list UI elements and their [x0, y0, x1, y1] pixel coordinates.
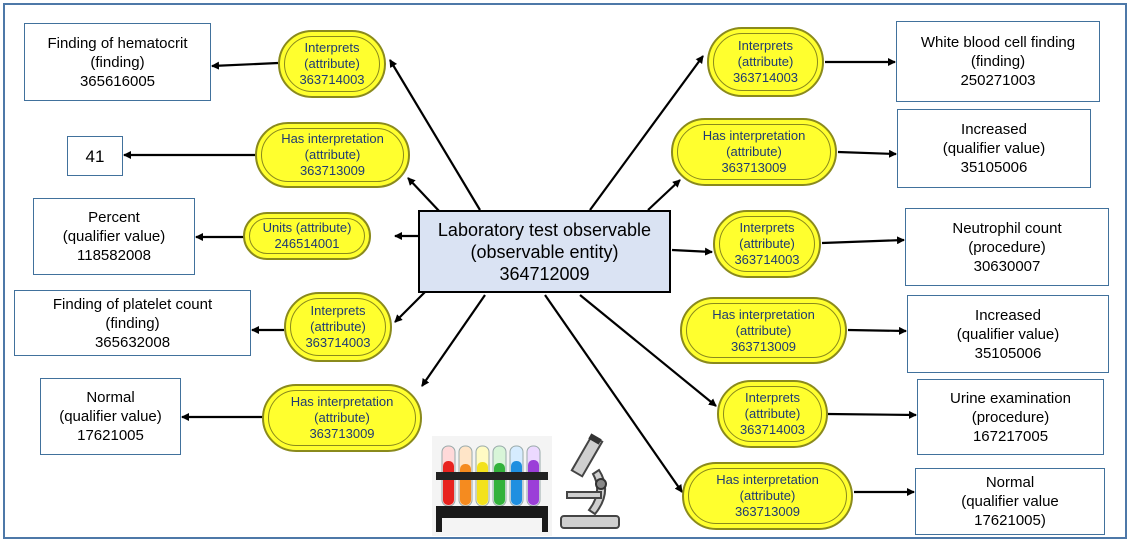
value-increased-1: Increased (qualifier value) 35105006 [897, 109, 1091, 188]
arrow-center-to-interprets-neutrophil [671, 247, 713, 256]
attribute-has-interpretation-increased-1: Has interpretation (attribute) 363713009 [671, 118, 837, 186]
arrow-to-urine [827, 410, 917, 419]
value-neutrophil-count: Neutrophil count (procedure) 30630007 [905, 208, 1109, 286]
attribute-has-interpretation-41: Has interpretation (attribute) 363713009 [255, 122, 410, 188]
attribute-interprets-platelet: Interprets (attribute) 363714003 [284, 292, 392, 362]
attribute-has-interpretation-normal-left: Has interpretation (attribute) 363713009 [262, 384, 422, 452]
arrow-center-to-interprets-platelet [394, 291, 426, 323]
attribute-has-interpretation-normal-right: Has interpretation (attribute) 363713009 [682, 462, 853, 530]
value-normal-left: Normal (qualifier value) 17621005 [40, 378, 181, 455]
arrow-center-to-has-interp-increased-1 [647, 179, 681, 211]
attribute-interprets-wbc: Interprets (attribute) 363714003 [707, 27, 824, 97]
arrow-to-hematocrit [211, 61, 279, 70]
attribute-has-interpretation-increased-2: Has interpretation (attribute) 363713009 [680, 297, 847, 364]
test-tube-rack-icon [432, 436, 552, 536]
arrow-center-to-has-interp-41 [407, 177, 441, 213]
arrow-center-to-has-interp-normal-right [544, 294, 683, 493]
arrow-center-to-interprets-hematocrit [389, 59, 481, 211]
arrow-to-increased-1 [837, 149, 897, 158]
value-percent: Percent (qualifier value) 118582008 [33, 198, 195, 275]
value-increased-2: Increased (qualifier value) 35105006 [907, 295, 1109, 373]
arrow-center-to-has-interp-normal-left [421, 294, 486, 387]
center-entity: Laboratory test observable (observable e… [418, 210, 671, 293]
attribute-units: Units (attribute) 246514001 [243, 212, 371, 260]
microscope-icon [560, 433, 620, 529]
value-41: 41 [67, 136, 123, 176]
arrow-center-to-interprets-urine [579, 294, 717, 407]
attribute-interprets-urine: Interprets (attribute) 363714003 [717, 380, 828, 448]
value-urine-examination: Urine examination (procedure) 167217005 [917, 379, 1104, 455]
value-finding-of-hematocrit: Finding of hematocrit (finding) 36561600… [24, 23, 211, 101]
arrow-to-increased-2 [847, 326, 907, 335]
value-finding-of-platelet-count: Finding of platelet count (finding) 3656… [14, 290, 251, 356]
arrow-to-neutrophil [821, 236, 905, 245]
attribute-interprets-hematocrit: Interprets (attribute) 363714003 [278, 30, 386, 98]
value-normal-right: Normal (qualifier value 17621005) [915, 468, 1105, 535]
arrow-center-to-interprets-wbc [589, 55, 704, 211]
attribute-interprets-neutrophil: Interprets (attribute) 363714003 [713, 210, 821, 278]
value-white-blood-cell-finding: White blood cell finding (finding) 25027… [896, 21, 1100, 102]
